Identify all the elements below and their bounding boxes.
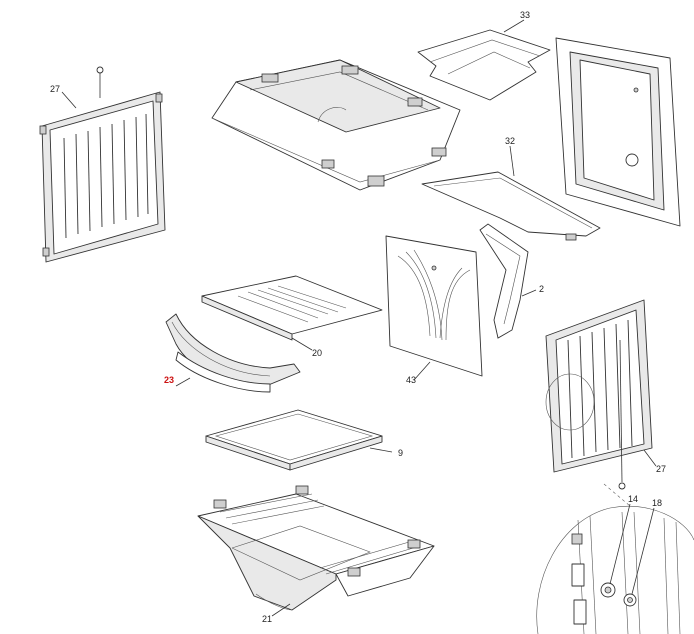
rear-frame bbox=[555, 37, 681, 227]
part-2-handle bbox=[479, 223, 529, 339]
part-23-lip bbox=[165, 313, 301, 393]
callout-9: 9 bbox=[398, 448, 403, 458]
detail-magnifier bbox=[536, 505, 694, 634]
callout-27-left: 27 bbox=[50, 84, 60, 94]
callout-2: 2 bbox=[539, 284, 544, 294]
door-slots-left bbox=[63, 113, 149, 239]
part-27-left-door bbox=[39, 66, 166, 263]
callout-32: 32 bbox=[505, 136, 515, 146]
part-27-right-door bbox=[545, 299, 653, 507]
part-20-grate bbox=[201, 275, 383, 341]
callout-33: 33 bbox=[520, 10, 530, 20]
callout-43: 43 bbox=[406, 375, 416, 385]
callout-23: 23 bbox=[164, 375, 174, 385]
part-21-base bbox=[197, 485, 435, 611]
part-43-back-plate bbox=[385, 235, 483, 377]
callout-20: 20 bbox=[312, 348, 322, 358]
leader-lines bbox=[61, 19, 657, 617]
callout-labels: 27 33 32 2 20 23 43 9 27 14 18 21 bbox=[50, 10, 666, 624]
part-33-baffle bbox=[417, 29, 551, 101]
door-slots-right bbox=[567, 319, 633, 459]
part-9-ash-pan bbox=[205, 409, 383, 471]
callout-21: 21 bbox=[262, 614, 272, 624]
firebox-shell-top bbox=[211, 59, 461, 191]
callout-14: 14 bbox=[628, 494, 638, 504]
part-32-plate bbox=[421, 171, 601, 241]
callout-27-right: 27 bbox=[656, 464, 666, 474]
callout-18: 18 bbox=[652, 498, 662, 508]
